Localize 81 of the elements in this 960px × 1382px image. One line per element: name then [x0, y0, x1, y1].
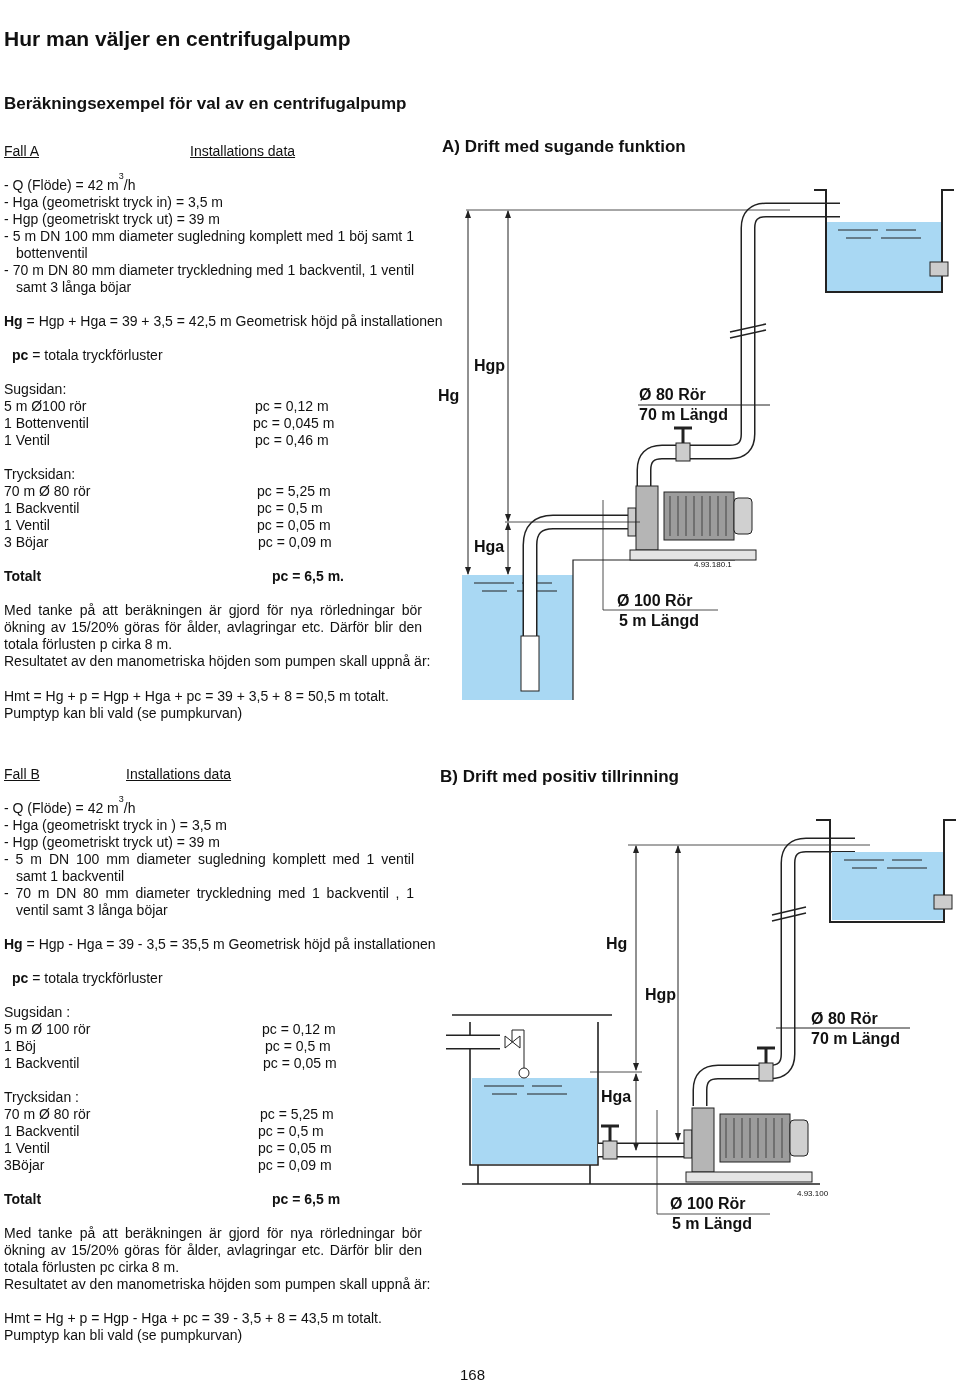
underlined-heading: Fall B	[4, 766, 40, 783]
table-cell: pc = 0,5 m	[258, 1123, 324, 1140]
text-line: - Hga (geometriskt tryck in) = 3,5 m	[4, 194, 223, 211]
section-heading: A) Drift med sugande funktion	[442, 137, 686, 157]
underlined-heading: Installations data	[126, 766, 232, 783]
table-cell: pc = 0,09 m	[258, 1157, 332, 1174]
table-cell: 1 Backventil	[4, 500, 80, 517]
table-cell: pc = 0,5 m	[265, 1038, 331, 1055]
text-line: Pumptyp kan bli vald (se pumpkurvan)	[4, 705, 243, 722]
dimension-label: 5 m Längd	[672, 1214, 752, 1234]
text-line: Pumptyp kan bli vald (se pumpkurvan)	[4, 1327, 243, 1344]
table-cell: pc = 0,05 m	[258, 1140, 332, 1157]
table-cell: pc = 0,09 m	[258, 534, 332, 551]
bullet-text: - 5 m DN 100 mm diameter sugledning komplett med 1 böj samt 1 bottenventil	[4, 228, 414, 262]
dimension-label: 70 m Längd	[811, 1029, 900, 1049]
bold-text: pc = 6,5 m	[272, 1191, 341, 1208]
underlined-heading: Fall A	[4, 143, 39, 160]
section-heading: B) Drift med positiv tillrinning	[440, 767, 679, 787]
dimension-label: 5 m Längd	[619, 611, 699, 631]
table-cell: pc = 5,25 m	[260, 1106, 334, 1123]
dimension-label: Ø 100 Rör	[617, 591, 693, 611]
page-number: 168	[460, 1366, 486, 1382]
dimension-label: Hga	[474, 537, 505, 557]
page-title: Hur man väljer en centrifugalpump	[4, 26, 351, 51]
table-cell: 1 Bottenventil	[4, 415, 89, 432]
table-cell: 1 Ventil	[4, 1140, 50, 1157]
text-line: Hmt = Hg + p = Hgp + Hga + pc = 39 + 3,5 + 8 = 50,5 m totalt.	[4, 688, 389, 705]
text-line: - Hgp (geometriskt tryck ut) = 39 m	[4, 834, 220, 851]
bullet-text: - 5 m DN 100 mm diameter sugledning komplett med 1 ventil samt 1 backventil	[4, 851, 414, 885]
table-cell: pc = 0,46 m	[255, 432, 329, 449]
dimension-label: Ø 80 Rör	[639, 385, 706, 405]
dimension-label: Ø 80 Rör	[811, 1009, 878, 1029]
dimension-label: Hg	[438, 386, 460, 406]
table-cell: 3Böjar	[4, 1157, 45, 1174]
table-cell: pc = 0,05 m	[263, 1055, 337, 1072]
text-line: Sugsidan :	[4, 1004, 71, 1021]
text-line: - Hgp (geometriskt tryck ut) = 39 m	[4, 211, 220, 228]
table-cell: pc = 5,25 m	[257, 483, 331, 500]
text-line: Hg = Hgp + Hga = 39 + 3,5 = 42,5 m Geometrisk höjd på installationen	[4, 313, 443, 330]
table-cell: pc = 0,05 m	[257, 517, 331, 534]
table-cell: 1 Ventil	[4, 432, 50, 449]
table-cell: pc = 0,12 m	[262, 1021, 336, 1038]
table-cell: 5 m Ø100 rör	[4, 398, 87, 415]
text-line: pc = totala tryckförluster	[12, 347, 163, 364]
text-line: - Hga (geometriskt tryck in ) = 3,5 m	[4, 817, 227, 834]
table-cell: pc = 0,5 m	[257, 500, 323, 517]
section-heading: Beräkningsexempel för val av en centrifugalpump	[4, 94, 407, 114]
table-cell: 70 m Ø 80 rör	[4, 483, 91, 500]
table-cell: 1 Böj	[4, 1038, 36, 1055]
table-cell: 5 m Ø 100 rör	[4, 1021, 91, 1038]
table-cell: pc = 0,12 m	[255, 398, 329, 415]
table-cell: 1 Ventil	[4, 517, 50, 534]
table-cell: 70 m Ø 80 rör	[4, 1106, 91, 1123]
dimension-label: Hg	[606, 934, 628, 954]
table-cell: 1 Backventil	[4, 1055, 80, 1072]
table-cell: 1 Backventil	[4, 1123, 80, 1140]
paragraph: Med tanke på att beräkningen är gjord för nya rörledningar bör ökning av 15/20% göras för ålder, avlagringar etc. Därför blir den totala förlusten pc cirka 8 m.	[4, 1225, 422, 1276]
table-cell: 3 Böjar	[4, 534, 49, 551]
table-cell: pc = 0,045 m	[253, 415, 335, 432]
text-line: Trycksidan:	[4, 466, 76, 483]
text-line: pc = totala tryckförluster	[12, 970, 163, 987]
text-line: Hg = Hgp - Hga = 39 - 3,5 = 35,5 m Geometrisk höjd på installationen	[4, 936, 436, 953]
dimension-label: Ø 100 Rör	[670, 1194, 746, 1214]
text-line: Trycksidan :	[4, 1089, 79, 1106]
underlined-heading: Installations data	[190, 143, 296, 160]
figure-number: 4.93.100	[797, 1189, 829, 1199]
text-line: Sugsidan:	[4, 381, 67, 398]
dimension-label: Hgp	[474, 356, 506, 376]
bullet-text: - 70 m DN 80 mm diameter tryckledning med 1 backventil , 1 ventil samt 3 långa böjar	[4, 885, 414, 919]
dimension-label: Hga	[601, 1087, 632, 1107]
bold-text: pc = 6,5 m.	[272, 568, 344, 585]
text-line: Hmt = Hg + p = Hgp - Hga + pc = 39 - 3,5 + 8 = 43,5 m totalt.	[4, 1310, 382, 1327]
bold-text: Totalt	[4, 568, 42, 585]
dimension-label: Hgp	[645, 985, 677, 1005]
text-line: Resultatet av den manometriska höjden som pumpen skall uppnå är:	[4, 1276, 431, 1293]
text-line: Resultatet av den manometriska höjden som pumpen skall uppnå är:	[4, 653, 431, 670]
bold-text: Totalt	[4, 1191, 42, 1208]
figure-number: 4.93.180.1	[694, 560, 732, 570]
dimension-label: 70 m Längd	[639, 405, 728, 425]
bullet-text: - 70 m DN 80 mm diameter tryckledning med 1 backventil, 1 ventil samt 3 långa böjar	[4, 262, 414, 296]
paragraph: Med tanke på att beräkningen är gjord för nya rörledningar bör ökning av 15/20% göras för ålder, avlagringar etc. Därför blir den totala förlusten p cirka 8 m.	[4, 602, 422, 653]
